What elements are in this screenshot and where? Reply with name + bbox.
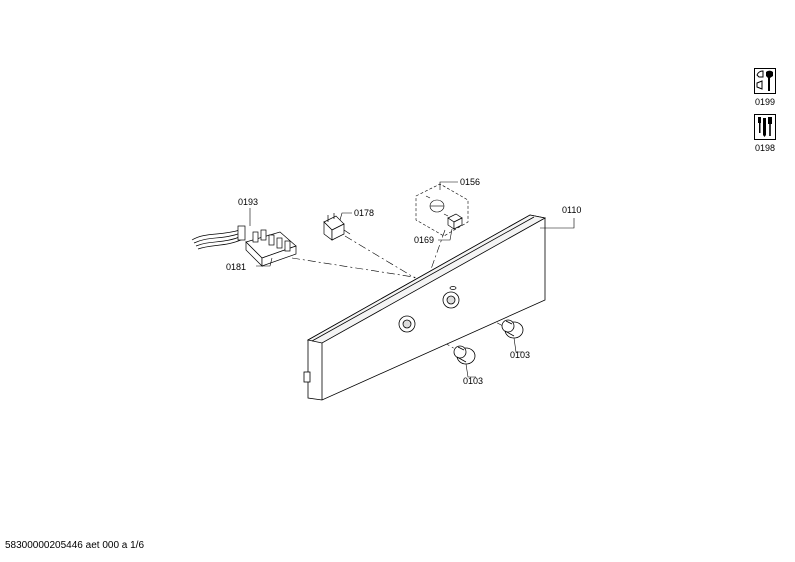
callout-0103-right: 0103 xyxy=(510,350,530,360)
callout-0156: 0156 xyxy=(460,177,480,187)
leader-lines xyxy=(249,181,575,378)
side-icon-label-0199: 0199 xyxy=(754,97,776,107)
tools-icon[interactable] xyxy=(754,114,776,140)
knob-part-right[interactable] xyxy=(501,319,524,339)
wrench-icon[interactable] xyxy=(754,68,776,94)
callout-0181: 0181 xyxy=(226,262,246,272)
knob-part-left[interactable] xyxy=(453,345,476,365)
connector-part[interactable] xyxy=(447,213,463,230)
callout-0110: 0110 xyxy=(562,205,581,215)
switch-part[interactable] xyxy=(323,213,351,241)
callout-0169: 0169 xyxy=(414,235,434,245)
callout-0103-left: 0103 xyxy=(463,376,483,386)
callout-0178: 0178 xyxy=(354,208,374,218)
control-panel-part[interactable] xyxy=(303,214,547,401)
callout-0193: 0193 xyxy=(238,197,258,207)
wiring-harness-part[interactable] xyxy=(191,225,246,250)
side-icon-label-0198: 0198 xyxy=(754,143,776,153)
thermostat-group-part[interactable] xyxy=(415,183,469,237)
terminal-block-part[interactable] xyxy=(245,229,297,267)
document-footer: 58300000205446 aet 000 a 1/6 xyxy=(5,540,145,551)
